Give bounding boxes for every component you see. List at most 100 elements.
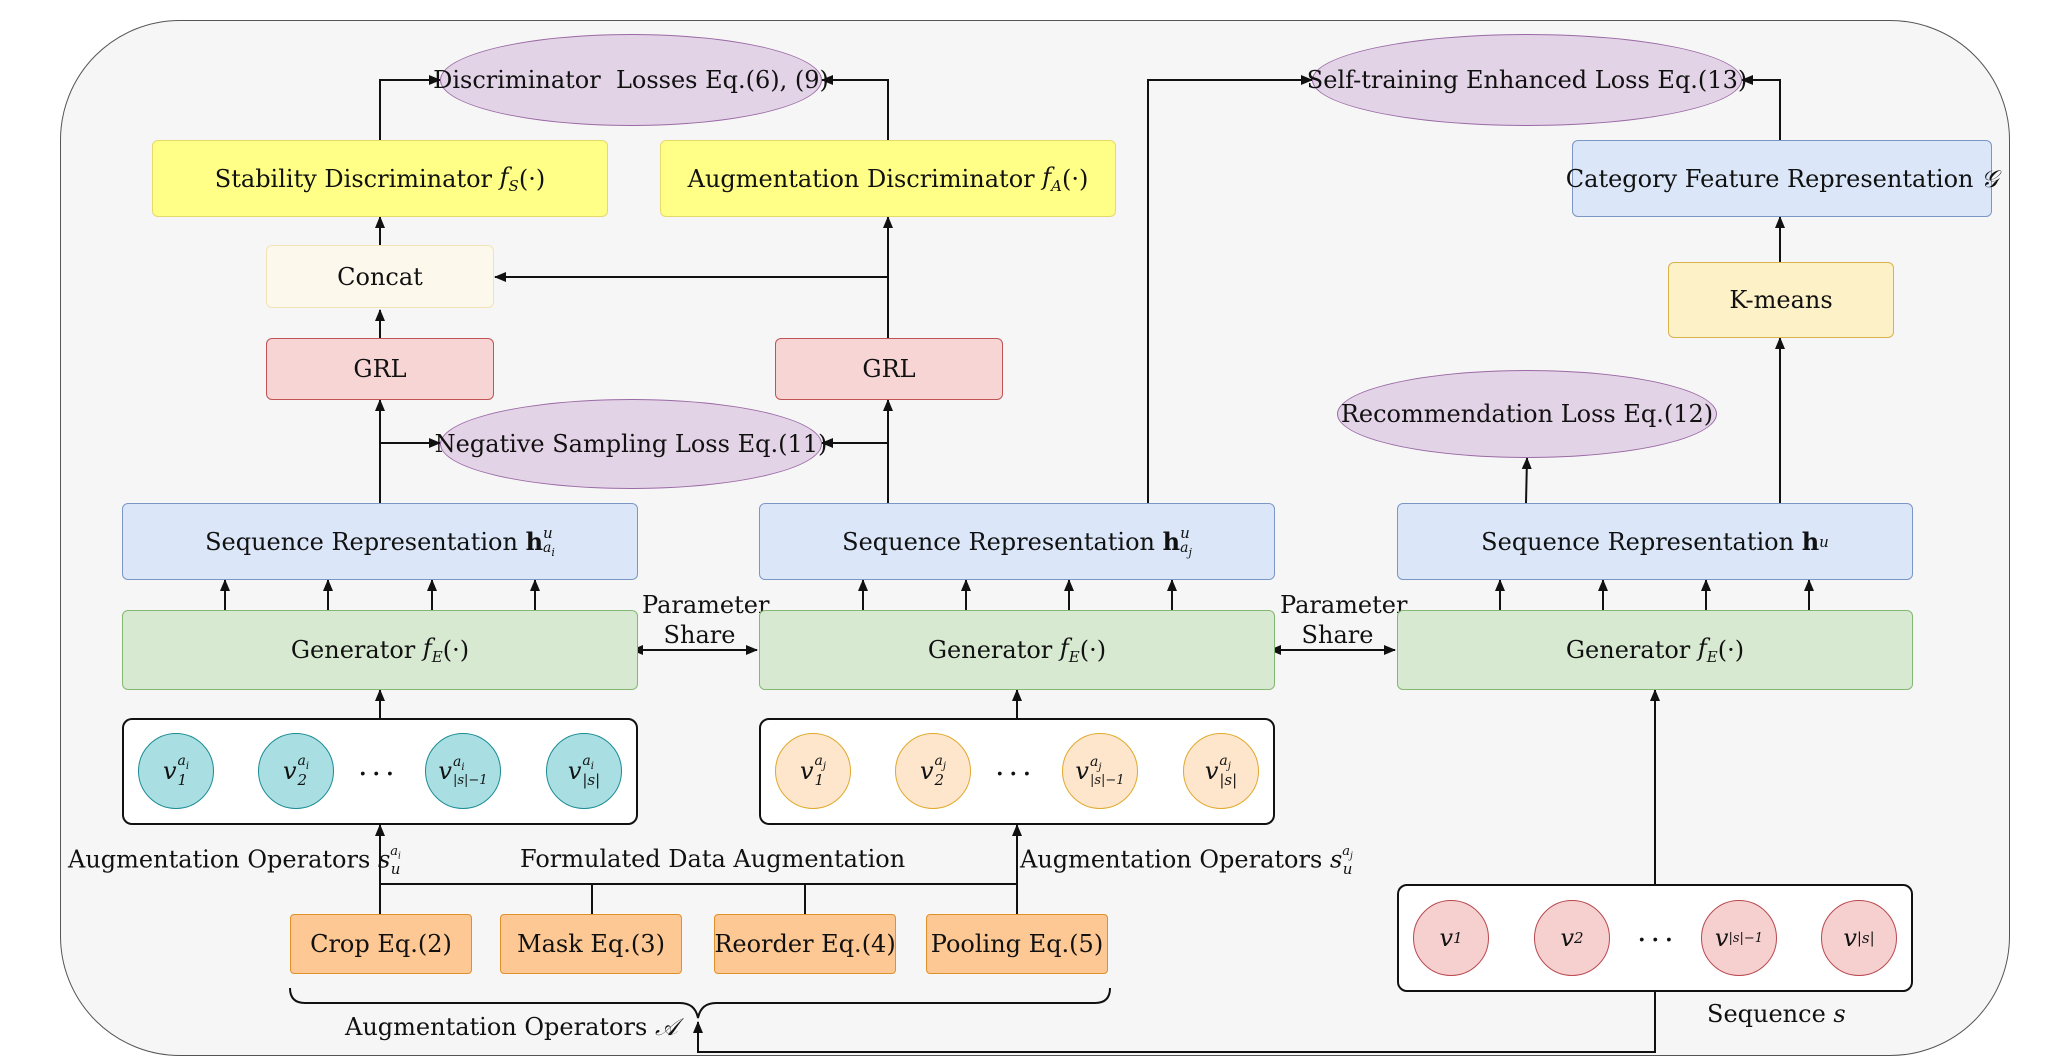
augmentation-set-symbol: 𝒜 xyxy=(654,1013,678,1041)
generator-label-middle: Generator xyxy=(927,636,1053,664)
grl-label-middle: GRL xyxy=(862,355,916,383)
parameter-share-label-left: Parameter Share xyxy=(642,590,770,650)
node-ai-n-1-i: i xyxy=(461,761,465,773)
generator-arg-left: (·) xyxy=(442,636,470,664)
augmentation-func-symbol: f xyxy=(1042,162,1052,191)
crop-operator-box: Crop Eq.(2) xyxy=(290,914,472,974)
pooling-operator-box: Pooling Eq.(5) xyxy=(926,914,1108,974)
generator-sub-right: E xyxy=(1706,647,1718,666)
i-sub-ai: i xyxy=(551,545,555,559)
category-feature-box: Category Feature Representation 𝒢 xyxy=(1566,140,1998,217)
augmentation-operators-ai-text: Augmentation Operators xyxy=(68,845,371,874)
augmentation-discriminator-label: Augmentation Discriminator xyxy=(687,164,1035,193)
node-ai-n-1-a: a xyxy=(452,753,462,770)
self-training-loss-ellipse: Self-training Enhanced Loss Eq.(13) xyxy=(1307,34,1747,126)
generator-arg-right: (·) xyxy=(1717,636,1745,664)
mask-operator-box: Mask Eq.(3) xyxy=(500,914,682,974)
node-ai-n-1-var: v xyxy=(438,757,452,785)
augmentation-func-arg: (·) xyxy=(1061,164,1089,193)
node-aj-n-1-sub: |s|−1 xyxy=(1089,773,1125,789)
node-ai-2-i: i xyxy=(305,760,310,772)
sequence-s-text: Sequence xyxy=(1707,1000,1826,1028)
stability-func-sub: S xyxy=(508,176,519,195)
node-aj-n-a: a xyxy=(1219,752,1228,769)
node-aj-n-1-a: a xyxy=(1089,753,1099,770)
node-s-n-var: v xyxy=(1843,924,1857,952)
augmentation-discriminator-box: Augmentation Discriminator fA(·) xyxy=(660,140,1116,217)
node-aj-2-sub: 2 xyxy=(934,771,945,790)
node-aj-1-var: v xyxy=(799,757,814,785)
node-aj-1-a: a xyxy=(814,752,823,769)
node-ai-1-sub: 1 xyxy=(177,771,188,790)
kmeans-label: K-means xyxy=(1729,286,1833,314)
node-ai-1-i: i xyxy=(185,760,190,772)
generator-func-right: f xyxy=(1697,634,1707,663)
generator-sub-middle: E xyxy=(1068,647,1080,666)
reorder-operator-label: Reorder Eq.(4) xyxy=(714,930,896,958)
augmentation-operators-ai-s: s xyxy=(377,845,391,874)
node-s-n-1-sub: |s|−1 xyxy=(1728,930,1764,946)
mask-operator-label: Mask Eq.(3) xyxy=(517,930,665,958)
generator-box-left: Generator fE(·) xyxy=(122,610,638,690)
u-sup-u: u xyxy=(1819,532,1829,551)
parameter-share-line1-right: Parameter xyxy=(1280,591,1408,619)
node-s-n-1: v|s|−1 xyxy=(1701,900,1777,976)
node-s-2-sub: 2 xyxy=(1574,929,1584,947)
recommendation-loss-ellipse: Recommendation Loss Eq.(12) xyxy=(1337,370,1717,458)
node-aj-1-sub: 1 xyxy=(814,771,825,790)
generator-arg-middle: (·) xyxy=(1079,636,1107,664)
concat-box: Concat xyxy=(266,245,494,308)
node-ai-n-a: a xyxy=(582,752,591,769)
sequence-representation-ai-label: Sequence Representation xyxy=(205,527,518,556)
node-s-n: v|s| xyxy=(1821,900,1897,976)
category-feature-symbol: 𝒢 xyxy=(1981,164,1999,193)
formulated-data-augmentation-label: Formulated Data Augmentation xyxy=(520,845,906,873)
node-aj-2-j: j xyxy=(942,760,947,772)
augmentation-operators-aj-s: s xyxy=(1329,845,1343,874)
stability-discriminator-box: Stability Discriminator fS(·) xyxy=(152,140,608,217)
parameter-share-line1-left: Parameter xyxy=(642,591,770,619)
node-ai-2-sub: 2 xyxy=(297,771,308,790)
a-sub-aj: a xyxy=(1180,539,1189,556)
augmentation-set-label: Augmentation Operators 𝒜 xyxy=(345,1013,678,1041)
negative-sampling-loss-text: Negative Sampling Loss Eq.(11) xyxy=(434,430,828,458)
sequence-representation-u-label: Sequence Representation xyxy=(1481,527,1795,556)
node-aj-n-1-var: v xyxy=(1075,757,1089,785)
node-ai-n-1-sub: |s|−1 xyxy=(452,773,488,789)
sequence-representation-aj-label: Sequence Representation xyxy=(842,527,1155,556)
generator-func-left: f xyxy=(422,634,432,663)
node-aj-2-a: a xyxy=(934,752,943,769)
node-ai-2-a: a xyxy=(297,752,306,769)
augmentation-set-text: Augmentation Operators xyxy=(345,1013,648,1041)
node-ai-1-var: v xyxy=(162,757,177,785)
parameter-share-label-right: Parameter Share xyxy=(1280,590,1408,650)
node-s-n-1-var: v xyxy=(1714,924,1729,952)
node-s-1-sub: 1 xyxy=(1453,929,1463,947)
augmentation-operators-ai-u: u xyxy=(390,859,401,878)
node-aj-n-sub: |s| xyxy=(1219,771,1238,790)
h-symbol-u: h xyxy=(1801,527,1820,556)
augmentation-operators-ai-a: a xyxy=(390,844,399,859)
negative-sampling-loss-ellipse: Negative Sampling Loss Eq.(11) xyxy=(435,399,827,489)
discriminator-losses-ellipse: Discriminator Losses Eq.(6), (9) xyxy=(433,34,829,126)
ellipsis-ai: ... xyxy=(358,748,399,783)
grl-box-middle: GRL xyxy=(775,338,1003,400)
sequence-s-symbol: s xyxy=(1833,1000,1846,1028)
generator-box-middle: Generator fE(·) xyxy=(759,610,1275,690)
a-sub-ai: a xyxy=(543,539,552,556)
generator-label-right: Generator xyxy=(1565,636,1691,664)
sequence-s-label: Sequence s xyxy=(1707,1000,1846,1028)
generator-label-left: Generator xyxy=(290,636,416,664)
node-aj-n-j: j xyxy=(1227,760,1231,772)
u-sup-aj: u xyxy=(1180,523,1190,542)
